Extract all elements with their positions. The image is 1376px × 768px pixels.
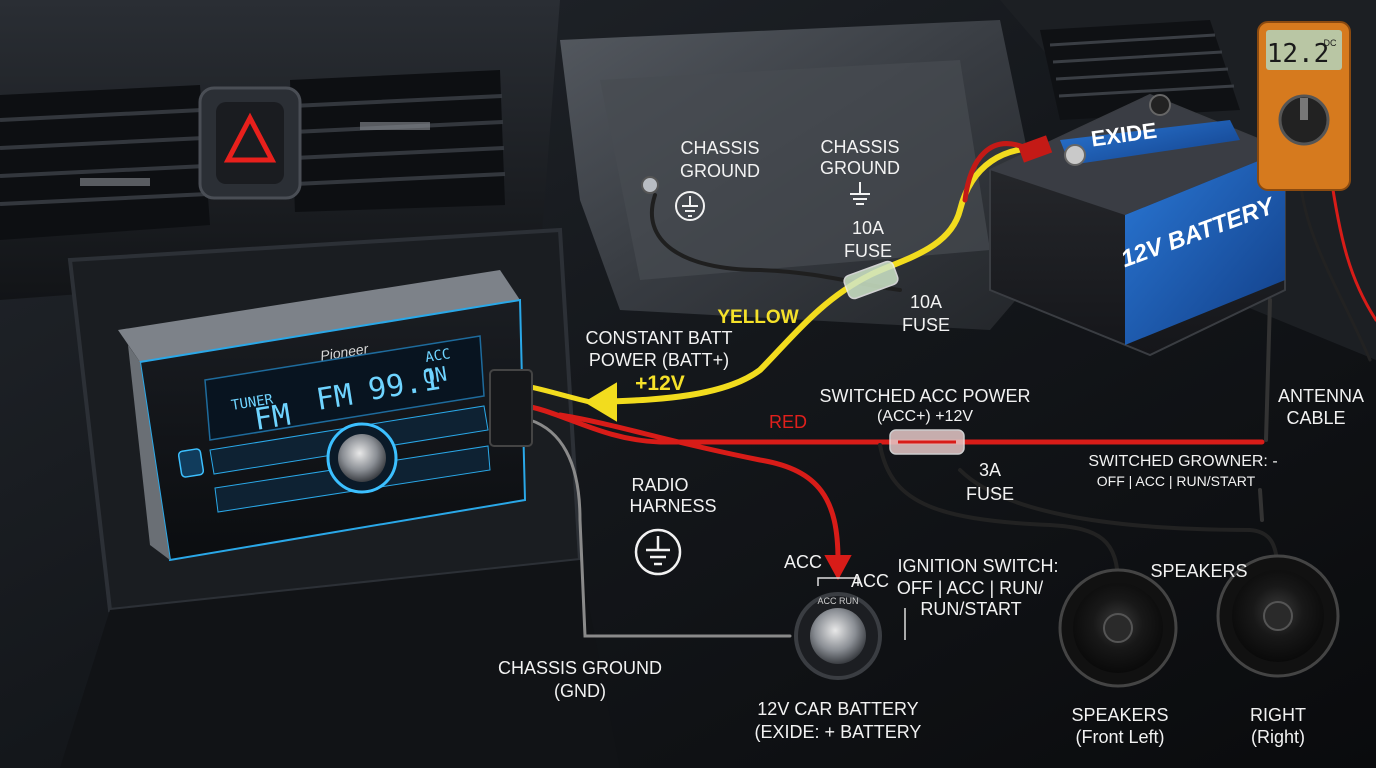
label-fuse-c-b: FUSE [966, 484, 1014, 504]
label-fuse-b-b: FUSE [902, 315, 950, 335]
battery-red-lead [962, 141, 1033, 203]
label-switched-acc-b: (ACC+) +12V [877, 408, 973, 425]
label-chassis-ground-1b: GROUND [680, 161, 760, 181]
label-fuse-a: 10A [852, 218, 884, 238]
diagram-labels: CHASSIS GROUND CHASSIS GROUND 10A FUSE 1… [498, 137, 1364, 747]
label-speakers-top: SPEAKERS [1150, 561, 1247, 581]
multimeter-unit: DC [1324, 38, 1337, 48]
multimeter-reading: 12.2 [1267, 39, 1330, 69]
ignition-switch: ACC RUN [794, 577, 906, 680]
battery-red-clamp [1017, 135, 1053, 163]
label-antenna: ANTENNA [1278, 386, 1364, 406]
label-car-battery: 12V CAR BATTERY [757, 699, 918, 719]
radio-display [204, 335, 485, 441]
volume-knob-cap [338, 434, 386, 482]
multimeter: 12.2 DC [1257, 21, 1351, 191]
label-radio-harness-b: HARNESS [629, 496, 716, 516]
label-ignition-switch-c: RUN/START [920, 599, 1021, 619]
label-constant-batt: CONSTANT BATT [585, 328, 732, 348]
label-radio-harness: RADIO [631, 475, 688, 495]
battery-label-panel [1125, 150, 1285, 345]
car-battery: EXIDE 12V BATTERY [989, 93, 1286, 357]
display-tuner: TUNER [230, 391, 275, 413]
metal-bay-inner [600, 60, 990, 280]
red-arrow-icon [824, 555, 852, 581]
label-acc-left: ACC [784, 552, 822, 572]
label-chassis-ground-gnd: CHASSIS GROUND [498, 658, 662, 678]
label-speakers-left: SPEAKERS [1071, 705, 1168, 725]
radio-harness-connector [489, 369, 533, 447]
radio-left-button[interactable] [177, 448, 205, 478]
battery-negative-terminal [1149, 94, 1171, 116]
label-acc-right: ACC [851, 571, 889, 591]
speaker-wire-right [958, 468, 1280, 587]
center-vent [290, 70, 506, 212]
label-chassis-ground-gnd-b: (GND) [554, 681, 606, 701]
label-antenna-b: CABLE [1286, 408, 1345, 428]
label-speaker-right-b: (Right) [1251, 727, 1305, 747]
hazard-triangle-icon [223, 112, 277, 163]
ground-icon [850, 182, 870, 205]
ground-wire-bottom [528, 418, 792, 638]
label-ignition-switch-b: OFF | ACC | RUN/ [897, 578, 1043, 598]
speaker-right [1216, 554, 1340, 678]
ground-icon [634, 528, 682, 576]
label-fuse-c: 3A [979, 460, 1001, 480]
label-car-battery-b: (EXIDE: + BATTERY [755, 722, 922, 742]
label-constant-batt-b: POWER (BATT+) [589, 350, 729, 370]
label-chassis-ground-1: CHASSIS [680, 138, 759, 158]
display-band: FM [252, 398, 293, 438]
hazard-button[interactable] [198, 86, 302, 200]
label-red: RED [769, 412, 807, 432]
radio-head-unit: Pioneer TUNER FM FM 99.1 ACC ON [118, 270, 527, 562]
antenna-cable [1264, 298, 1272, 442]
label-chassis-ground-2b: GROUND [820, 158, 900, 178]
probe-black [1298, 168, 1372, 362]
label-switched-grower-b: OFF | ACC | RUN/START [1097, 473, 1256, 489]
right-vent [1040, 20, 1240, 120]
chassis-ground-bolt [641, 176, 659, 194]
left-vent [0, 85, 210, 240]
label-ignition-switch: IGNITION SWITCH: [898, 556, 1059, 576]
red-wire-to-ignition [557, 412, 841, 563]
ground-icon [675, 191, 705, 221]
label-speakers-left-b: (Front Left) [1075, 727, 1164, 747]
label-plus12v: +12V [635, 372, 685, 395]
battery-positive-terminal [1064, 144, 1086, 166]
speaker-front-left [1058, 568, 1178, 688]
fuse-10a-yellow [843, 260, 899, 300]
yellow-arrow-icon [584, 382, 617, 422]
label-fuse-a-b: FUSE [844, 241, 892, 261]
display-fm-label: FM [314, 378, 355, 418]
ignition-face-text: ACC RUN [817, 596, 858, 606]
label-speaker-right: RIGHT [1250, 705, 1306, 725]
label-chassis-ground-2: CHASSIS [820, 137, 899, 157]
label-yellow: YELLOW [717, 307, 798, 328]
display-acc: ACC [424, 346, 451, 366]
label-switched-acc: SWITCHED ACC POWER [819, 386, 1030, 406]
fuse-3a-red [889, 429, 965, 455]
label-switched-grower: SWITCHED GROWNER: - [1088, 453, 1277, 470]
probe-red [1328, 168, 1376, 322]
label-fuse-b: 10A [910, 292, 942, 312]
console-lower [60, 560, 620, 768]
speaker-wire-left [878, 443, 1120, 587]
red-wire [517, 402, 1265, 445]
display-on: ON [421, 361, 449, 388]
